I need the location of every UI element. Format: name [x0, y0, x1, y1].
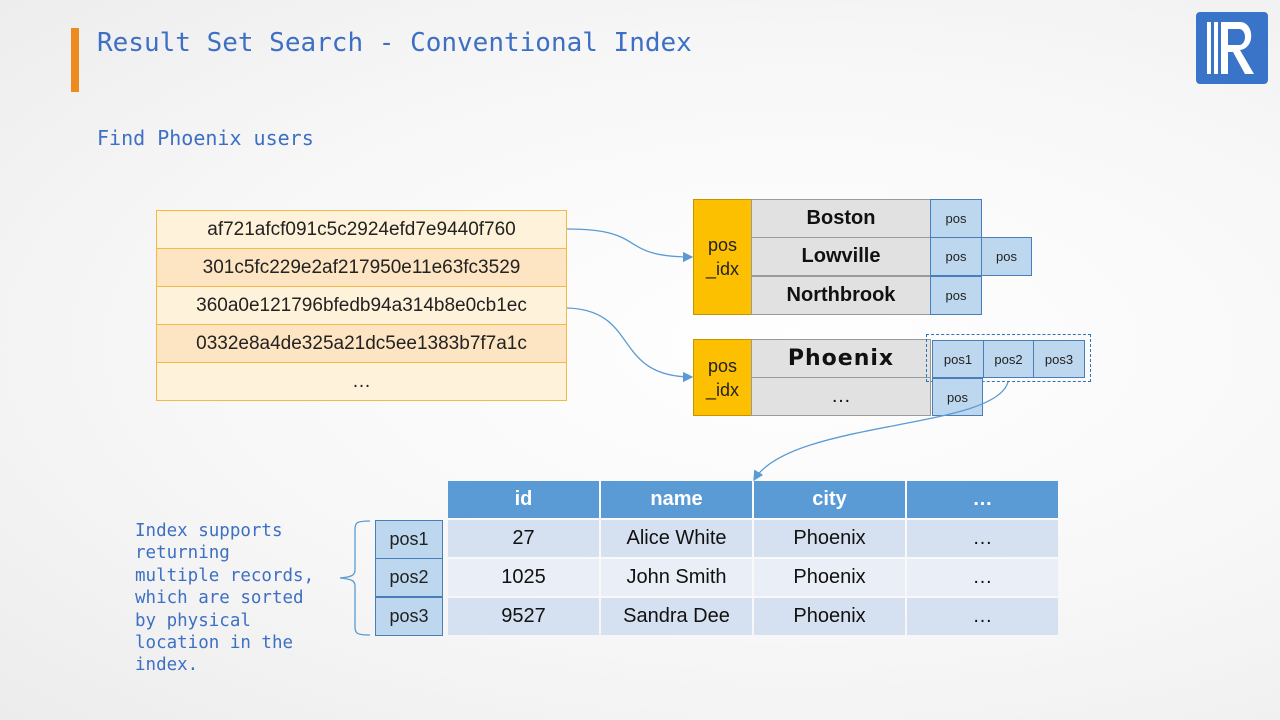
hash-list-item: …	[156, 363, 567, 401]
index-city-phoenix: Phoenix	[751, 339, 931, 378]
table-cell: John Smith	[601, 559, 752, 596]
table-cell: Alice White	[601, 520, 752, 557]
hash-list-item: 360a0e121796bfedb94a314b8e0cb1ec	[156, 287, 567, 325]
pos-cell: pos	[930, 276, 982, 315]
table-cell: 27	[448, 520, 599, 557]
arrow-hash-to-top-index	[566, 228, 694, 263]
page-subtitle: Find Phoenix users	[97, 126, 314, 150]
index-label-line: pos	[707, 235, 738, 255]
index-label-line: _idx	[705, 259, 740, 279]
index-label-line: _idx	[705, 379, 740, 400]
table-header-more: …	[907, 481, 1058, 518]
table-cell: …	[907, 520, 1058, 557]
index-city-lowville: Lowville	[751, 237, 931, 276]
phoenix-pos-group	[926, 334, 1091, 382]
table-header-name: name	[601, 481, 752, 518]
pos-cell-pos1: pos1	[932, 340, 984, 378]
index-city-more: …	[751, 377, 931, 416]
pos-cell-pos2: pos2	[983, 340, 1034, 378]
table-header-city: city	[754, 481, 905, 518]
row-pos-label: pos3	[375, 597, 443, 636]
table-cell: Sandra Dee	[601, 598, 752, 635]
hash-list-item: 0332e8a4de325a21dc5ee1383b7f7a1c	[156, 325, 567, 363]
row-pos-label: pos2	[375, 558, 443, 597]
pos-cell: pos	[930, 199, 982, 238]
index-label-line: pos	[707, 355, 738, 376]
explanation-note: Index supports returning multiple record…	[135, 521, 315, 676]
table-cell: Phoenix	[754, 598, 905, 635]
page-title: Result Set Search - Conventional Index	[97, 28, 692, 58]
index-label-top: pos _idx	[693, 199, 752, 315]
arrow-pos-to-table	[753, 381, 1009, 482]
title-accent-bar	[71, 28, 79, 92]
hash-list-item: af721afcf091c5c2924efd7e9440f760	[156, 210, 567, 249]
index-city-northbrook: Northbrook	[751, 276, 931, 315]
hash-list-item: 301c5fc229e2af217950e11e63fc3529	[156, 249, 567, 287]
table-cell: Phoenix	[754, 559, 905, 596]
table-cell: Phoenix	[754, 520, 905, 557]
index-label-bottom: pos _idx	[693, 339, 752, 416]
pos-cell: pos	[930, 237, 982, 276]
row-group-brace	[339, 520, 371, 636]
r-logo-icon	[1196, 12, 1268, 84]
table-cell: …	[907, 598, 1058, 635]
arrow-hash-to-bottom-index	[566, 307, 694, 383]
table-header-id: id	[448, 481, 599, 518]
pos-cell: pos	[981, 237, 1032, 276]
pos-cell-pos3: pos3	[1033, 340, 1085, 378]
table-cell: 1025	[448, 559, 599, 596]
table-cell: 9527	[448, 598, 599, 635]
table-cell: …	[907, 559, 1058, 596]
index-city-boston: Boston	[751, 199, 931, 238]
row-pos-label: pos1	[375, 520, 443, 559]
pos-cell: pos	[932, 378, 983, 416]
hash-list: af721afcf091c5c2924efd7e9440f760 301c5fc…	[156, 210, 567, 401]
